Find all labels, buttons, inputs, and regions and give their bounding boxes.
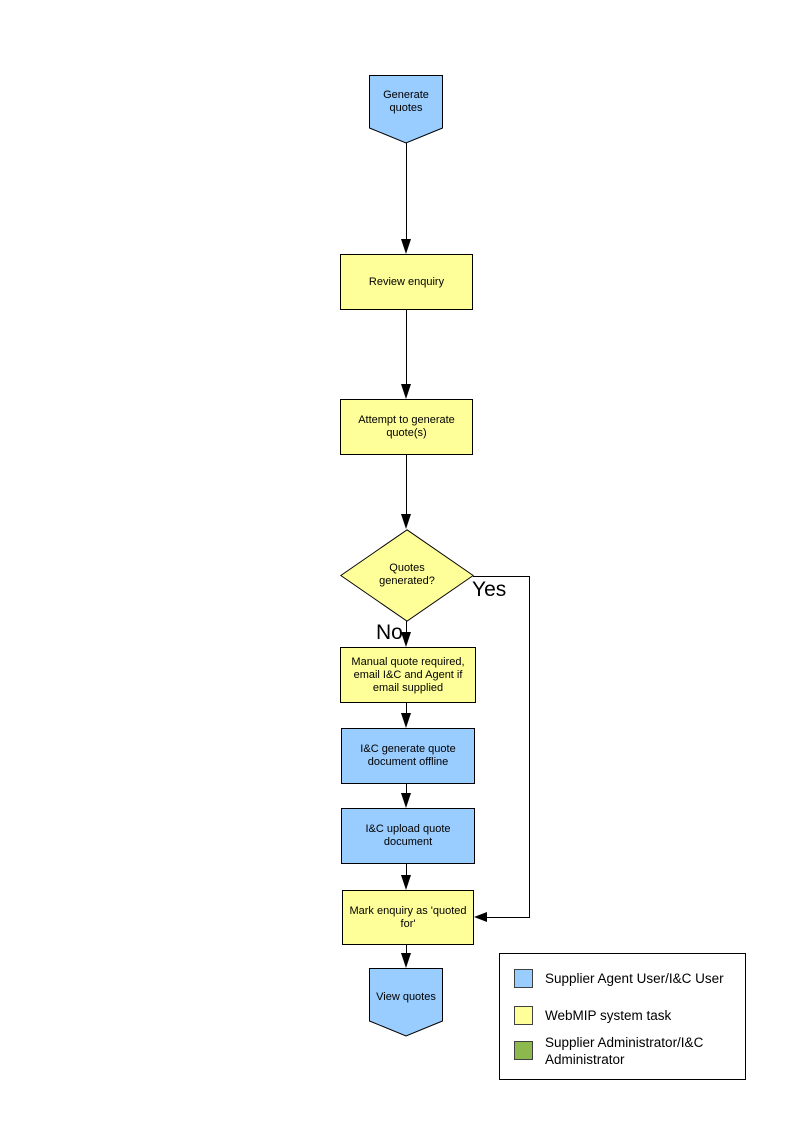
connector-yes-top xyxy=(473,576,530,577)
arrowhead-down-icon xyxy=(401,632,411,647)
pentagon-down-icon xyxy=(369,968,443,1037)
legend-label-supplier-agent: Supplier Agent User/I&C User xyxy=(545,971,724,986)
process-label: I&C generate quote document offline xyxy=(360,743,456,768)
legend-swatch-supplier-admin xyxy=(514,1041,533,1060)
decision-quotes-generated-shape[interactable] xyxy=(340,529,474,622)
arrowhead-down-icon xyxy=(401,875,411,890)
process-attempt-generate-quotes[interactable]: Attempt to generate quote(s) xyxy=(340,399,473,455)
arrowhead-left-icon xyxy=(474,912,487,922)
process-label: I&C upload quote document xyxy=(365,823,451,848)
branch-label-no: No xyxy=(376,621,403,644)
arrowhead-down-icon xyxy=(401,793,411,808)
legend-swatch-webmip-task xyxy=(514,1006,533,1025)
legend-label-supplier-admin: Supplier Administrator/I&C Administrator xyxy=(545,1035,704,1067)
connector-decision-manual xyxy=(406,621,407,634)
connector-review-attempt xyxy=(406,310,407,385)
branch-label-yes: Yes xyxy=(472,578,507,601)
process-label: Review enquiry xyxy=(368,275,445,288)
process-label: Manual quote required, email I&C and Age… xyxy=(351,655,465,694)
arrowhead-down-icon xyxy=(401,239,411,254)
connector-attempt-decision xyxy=(406,455,407,516)
process-review-enquiry[interactable]: Review enquiry xyxy=(340,254,473,310)
process-ic-generate-quote-offline[interactable]: I&C generate quote document offline xyxy=(341,728,475,784)
pentagon-down-icon xyxy=(369,75,443,144)
legend-label-webmip-task: WebMIP system task xyxy=(545,1008,672,1023)
process-mark-enquiry-quoted-for[interactable]: Mark enquiry as 'quoted for' xyxy=(342,890,474,945)
process-ic-upload-quote[interactable]: I&C upload quote document xyxy=(341,808,475,864)
process-label: Attempt to generate quote(s) xyxy=(358,414,455,439)
legend-box: Supplier Agent User/I&C User WebMIP syst… xyxy=(499,953,746,1080)
connector-upload-mark xyxy=(406,864,407,877)
connector-manual-generate xyxy=(406,703,407,715)
process-manual-quote-required[interactable]: Manual quote required, email I&C and Age… xyxy=(340,647,476,703)
connector-yes-vertical xyxy=(529,576,530,917)
arrowhead-down-icon xyxy=(401,514,411,529)
connector-start-review xyxy=(406,143,407,240)
connector-generate-upload xyxy=(406,784,407,795)
arrowhead-down-icon xyxy=(401,953,411,968)
process-label: Mark enquiry as 'quoted for' xyxy=(349,904,467,930)
legend-swatch-supplier-agent xyxy=(514,969,533,988)
connector-yes-bottom xyxy=(486,917,530,918)
end-node-shape[interactable] xyxy=(369,968,443,1037)
arrowhead-down-icon xyxy=(401,713,411,728)
diamond-icon xyxy=(340,529,474,622)
start-node-shape[interactable] xyxy=(369,75,443,144)
arrowhead-down-icon xyxy=(401,384,411,399)
connector-mark-end xyxy=(406,945,407,955)
